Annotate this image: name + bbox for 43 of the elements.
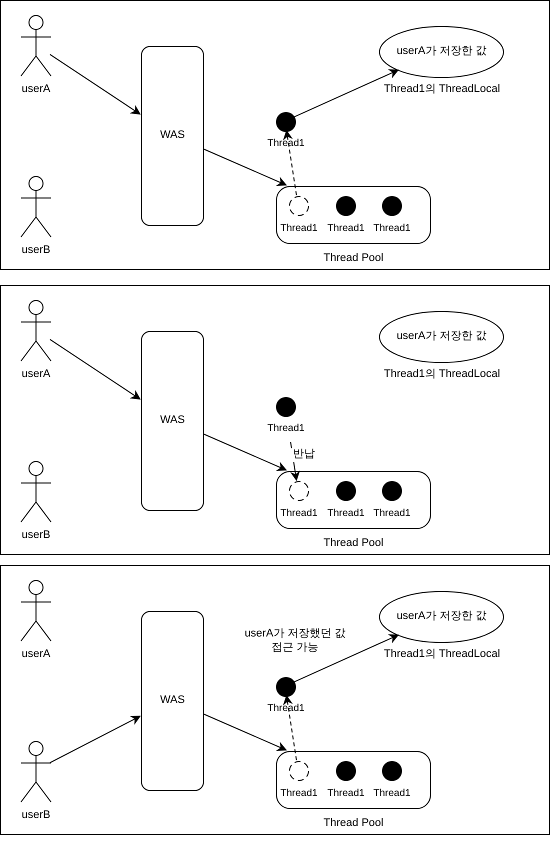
thread-label: Thread1 xyxy=(326,788,366,800)
thread-label: Thread1 xyxy=(266,423,306,435)
panel-frame xyxy=(0,0,550,270)
arrow xyxy=(50,54,141,115)
arrow xyxy=(202,433,287,471)
actor-label: userB xyxy=(20,529,52,542)
ellipse-label: userA가 저장한 값 xyxy=(396,44,488,60)
panel-frame xyxy=(0,565,550,835)
arrow xyxy=(294,69,399,118)
actor-label: userA xyxy=(20,83,52,96)
thread-label: Thread1 xyxy=(326,223,366,235)
arrow xyxy=(202,713,287,751)
arrow xyxy=(294,634,399,682)
node-label: Thread1의 ThreadLocal xyxy=(382,648,502,662)
node-label: Thread1의 ThreadLocal xyxy=(382,83,502,96)
thread-label: Thread1 xyxy=(279,223,319,235)
thread-label: Thread1 xyxy=(279,508,319,520)
arrow xyxy=(282,130,297,196)
ellipse-label: userA가 저장한 값 xyxy=(396,329,488,344)
thread-label: Thread1 xyxy=(266,138,306,150)
thread-label: Thread1 xyxy=(372,223,412,235)
thread-label: Thread1 xyxy=(279,788,319,800)
actor-label: userA xyxy=(20,368,52,382)
thread-label: Thread1 xyxy=(326,508,366,520)
thread-label: Thread1 xyxy=(372,788,412,800)
node-label: WAS xyxy=(160,414,185,428)
arrow xyxy=(50,716,141,764)
node-label: WAS xyxy=(160,129,185,143)
arrow xyxy=(50,338,141,400)
arrow xyxy=(282,694,297,761)
actor-label: userB xyxy=(20,244,52,258)
node-label: Thread1의 ThreadLocal xyxy=(382,368,502,382)
actor-label: userB xyxy=(20,809,52,822)
pool-title: Thread Pool xyxy=(322,817,384,830)
panel-frame xyxy=(0,285,550,555)
ellipse-label: userA가 저장한 값 xyxy=(396,609,488,624)
node-label: WAS xyxy=(160,694,185,708)
thread-label: Thread1 xyxy=(266,703,306,715)
arrow xyxy=(202,148,287,186)
actor-label: userA xyxy=(20,648,52,662)
thread-label: Thread1 xyxy=(372,508,412,520)
pool-title: Thread Pool xyxy=(322,537,384,550)
pool-title: Thread Pool xyxy=(322,252,384,266)
